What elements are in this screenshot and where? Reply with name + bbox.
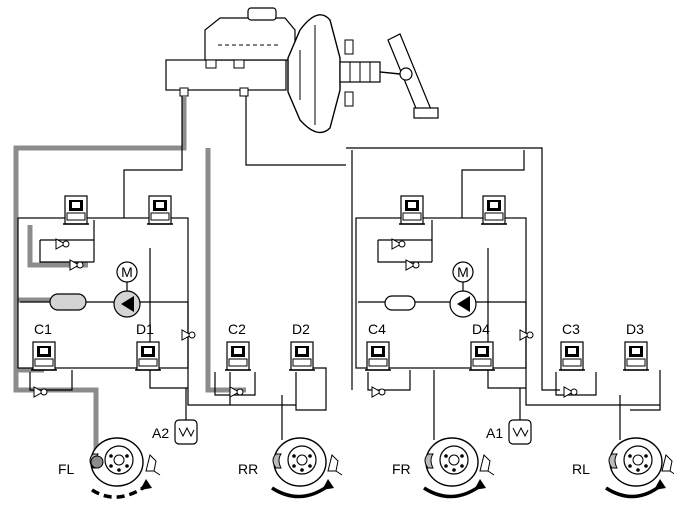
label-fl: FL bbox=[58, 461, 75, 477]
wheel-brake-rl bbox=[608, 437, 663, 487]
inlet-valve-c3 bbox=[558, 341, 586, 371]
active-caliper-fl bbox=[90, 455, 104, 469]
outlet-valve-d3 bbox=[622, 341, 650, 371]
motor-label-left: M bbox=[121, 264, 133, 280]
brake-pedal-icon bbox=[379, 33, 439, 119]
accumulator-icon-a2 bbox=[174, 419, 198, 445]
label-a1: A1 bbox=[486, 425, 503, 441]
pump-icon bbox=[384, 290, 477, 318]
label-c3: C3 bbox=[562, 321, 580, 337]
label-rl: RL bbox=[572, 461, 590, 477]
hold-valve-left-rear bbox=[62, 195, 90, 225]
label-c4: C4 bbox=[368, 321, 386, 337]
label-d1: D1 bbox=[136, 321, 154, 337]
hold-valve-right-rear bbox=[398, 195, 426, 225]
sensor-icon-fr bbox=[479, 454, 495, 476]
inlet-valve-c4 bbox=[364, 341, 392, 371]
label-c2: C2 bbox=[228, 321, 246, 337]
outlet-valve-d2 bbox=[288, 341, 316, 371]
label-d2: D2 bbox=[292, 321, 310, 337]
rotation-arrow-icon-rl bbox=[605, 479, 666, 499]
pump-icon bbox=[49, 290, 141, 318]
motor-icon: M bbox=[452, 261, 474, 291]
brake-booster-icon bbox=[287, 14, 381, 134]
label-fr: FR bbox=[392, 461, 411, 477]
release-valve-right-rear bbox=[480, 195, 508, 225]
label-d4: D4 bbox=[472, 321, 490, 337]
outlet-valve-d1 bbox=[134, 341, 162, 371]
wheel-brake-fr bbox=[424, 437, 479, 487]
master-cylinder-icon bbox=[165, 7, 296, 97]
motor-label-right: M bbox=[457, 264, 469, 280]
inlet-valve-c2 bbox=[224, 341, 252, 371]
accumulator-icon-a1 bbox=[508, 419, 532, 445]
label-a2: A2 bbox=[152, 425, 169, 441]
label-c1: C1 bbox=[34, 321, 52, 337]
sensor-icon-fl bbox=[145, 454, 161, 476]
motor-icon: M bbox=[116, 261, 138, 291]
rotation-arrow-icon-fl bbox=[91, 479, 152, 499]
release-valve-left-rear bbox=[146, 195, 174, 225]
rotation-arrow-icon-fr bbox=[423, 479, 486, 499]
right-unit-lines bbox=[245, 96, 661, 440]
sensor-icon-rr bbox=[327, 454, 343, 476]
label-d3: D3 bbox=[626, 321, 644, 337]
wheel-brake-rr bbox=[272, 437, 327, 487]
sensor-icon-rl bbox=[661, 454, 674, 476]
outlet-valve-d4 bbox=[468, 341, 496, 371]
label-rr: RR bbox=[238, 461, 258, 477]
check-valve bbox=[371, 386, 386, 398]
rotation-arrow-icon-rr bbox=[271, 479, 334, 499]
inlet-valve-c1 bbox=[30, 341, 58, 371]
